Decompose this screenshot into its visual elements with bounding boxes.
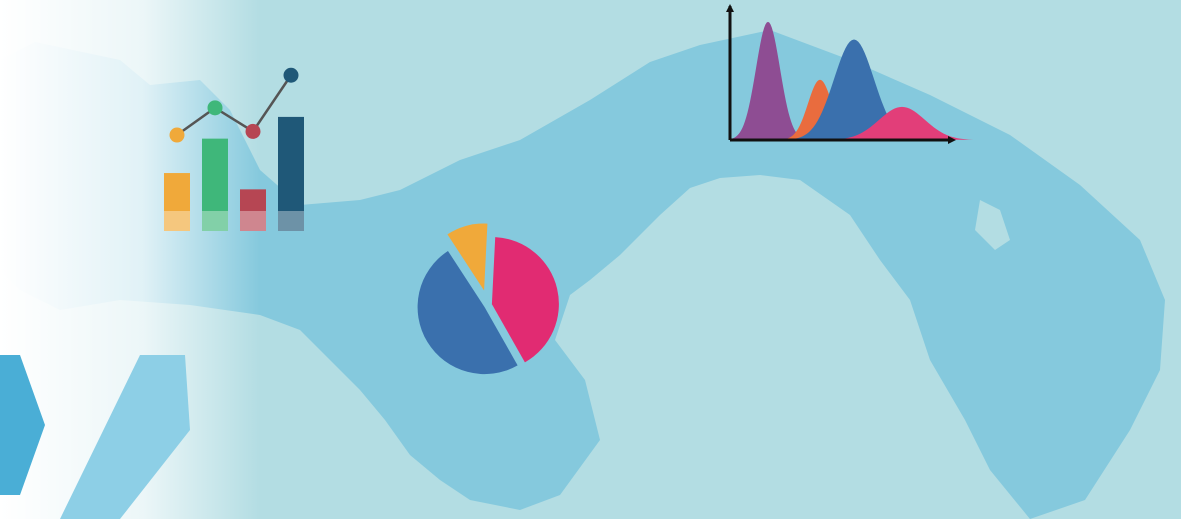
chevron-arrow-decoration bbox=[60, 355, 190, 519]
trend-point-4 bbox=[283, 67, 299, 83]
trend-point-1 bbox=[169, 127, 185, 143]
bar-shade-1 bbox=[164, 211, 190, 231]
bar-1 bbox=[164, 173, 190, 231]
bar-3 bbox=[240, 189, 266, 231]
distribution-curve-1 bbox=[729, 21, 807, 140]
trend-point-2 bbox=[207, 100, 223, 116]
bar-2 bbox=[202, 138, 228, 231]
pie-slice-1 bbox=[491, 237, 559, 363]
bar-shade-4 bbox=[278, 211, 304, 231]
trend-point-3 bbox=[245, 123, 261, 139]
bar-shade-2 bbox=[202, 211, 228, 231]
chevron-arrow-decoration bbox=[0, 355, 45, 495]
pie-slice-3 bbox=[447, 223, 488, 291]
pie-slice-2 bbox=[417, 250, 518, 375]
bar-4 bbox=[278, 116, 304, 231]
trend-line bbox=[176, 74, 293, 137]
x-axis-arrow-icon bbox=[948, 136, 956, 144]
bar-shade-3 bbox=[240, 211, 266, 231]
distribution-curve-4 bbox=[828, 106, 976, 140]
map-lake bbox=[975, 200, 1010, 250]
map-silhouette bbox=[0, 30, 1165, 519]
y-axis-arrow-icon bbox=[726, 4, 734, 12]
